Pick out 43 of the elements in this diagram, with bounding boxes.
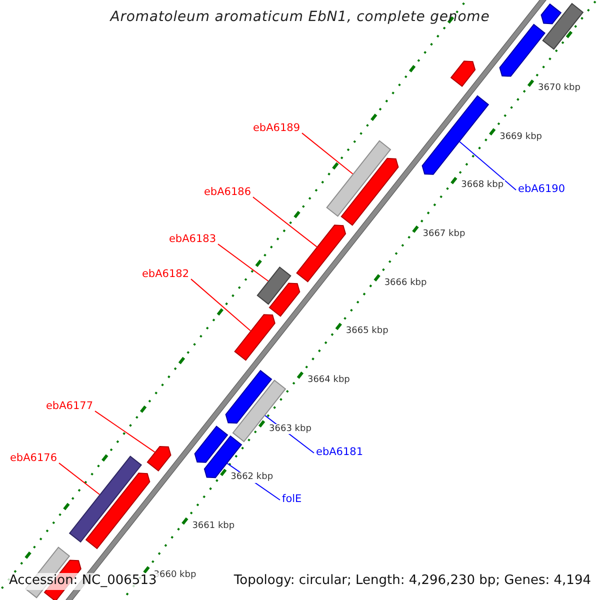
scale-label: 3666 kbp xyxy=(383,278,428,288)
gene-label: ebA6183 xyxy=(168,233,216,246)
gene-label: ebA6190 xyxy=(518,183,566,196)
gene-bar xyxy=(540,3,562,24)
scale-label: 3664 kbp xyxy=(306,375,351,386)
leader-line xyxy=(190,278,251,332)
gene-bar xyxy=(146,446,172,472)
scale-label: 3670 kbp xyxy=(537,83,582,94)
scale-label: 3665 kbp xyxy=(344,326,390,337)
gene-bar xyxy=(340,158,399,226)
leader-line xyxy=(58,462,100,495)
gene-bar xyxy=(256,266,292,305)
gene-label: folE xyxy=(282,493,302,506)
gene-bar xyxy=(194,426,228,463)
gene-label: ebA6176 xyxy=(10,452,57,464)
gene-label: ebA6186 xyxy=(204,186,251,198)
gene-label: ebA6177 xyxy=(46,400,93,412)
scale-label: 3668 kbp xyxy=(460,180,505,191)
gene-bar xyxy=(499,24,546,77)
scale-label: 3663 kbp xyxy=(268,424,312,434)
leader-line xyxy=(302,132,354,174)
leader-line xyxy=(218,244,269,282)
gene-label: ebA6181 xyxy=(316,446,364,458)
gene-bar xyxy=(225,370,272,424)
gene-label: ebA6189 xyxy=(252,122,300,134)
scale-label: 3669 kbp xyxy=(498,132,544,142)
gene-bar xyxy=(68,456,142,543)
gene-bar xyxy=(542,2,584,50)
leader-line xyxy=(94,410,156,453)
gene-bar xyxy=(326,140,392,217)
scale-label: 3661 kbp xyxy=(191,521,236,532)
leader-line xyxy=(459,141,516,190)
gene-bar xyxy=(450,60,476,87)
gene-bar xyxy=(268,282,300,317)
title: Aromatoleum aromaticum EbN1, complete genome xyxy=(110,9,490,25)
gene-label: ebA6182 xyxy=(142,268,189,280)
gene-bar xyxy=(234,314,276,361)
gene-bar xyxy=(85,472,150,550)
leader-line xyxy=(252,196,318,248)
gene-bar xyxy=(296,224,346,282)
gene-bar xyxy=(422,95,490,175)
scale-label: 3667 kbp xyxy=(422,229,466,240)
scale-label: 3662 kbp xyxy=(230,472,274,483)
